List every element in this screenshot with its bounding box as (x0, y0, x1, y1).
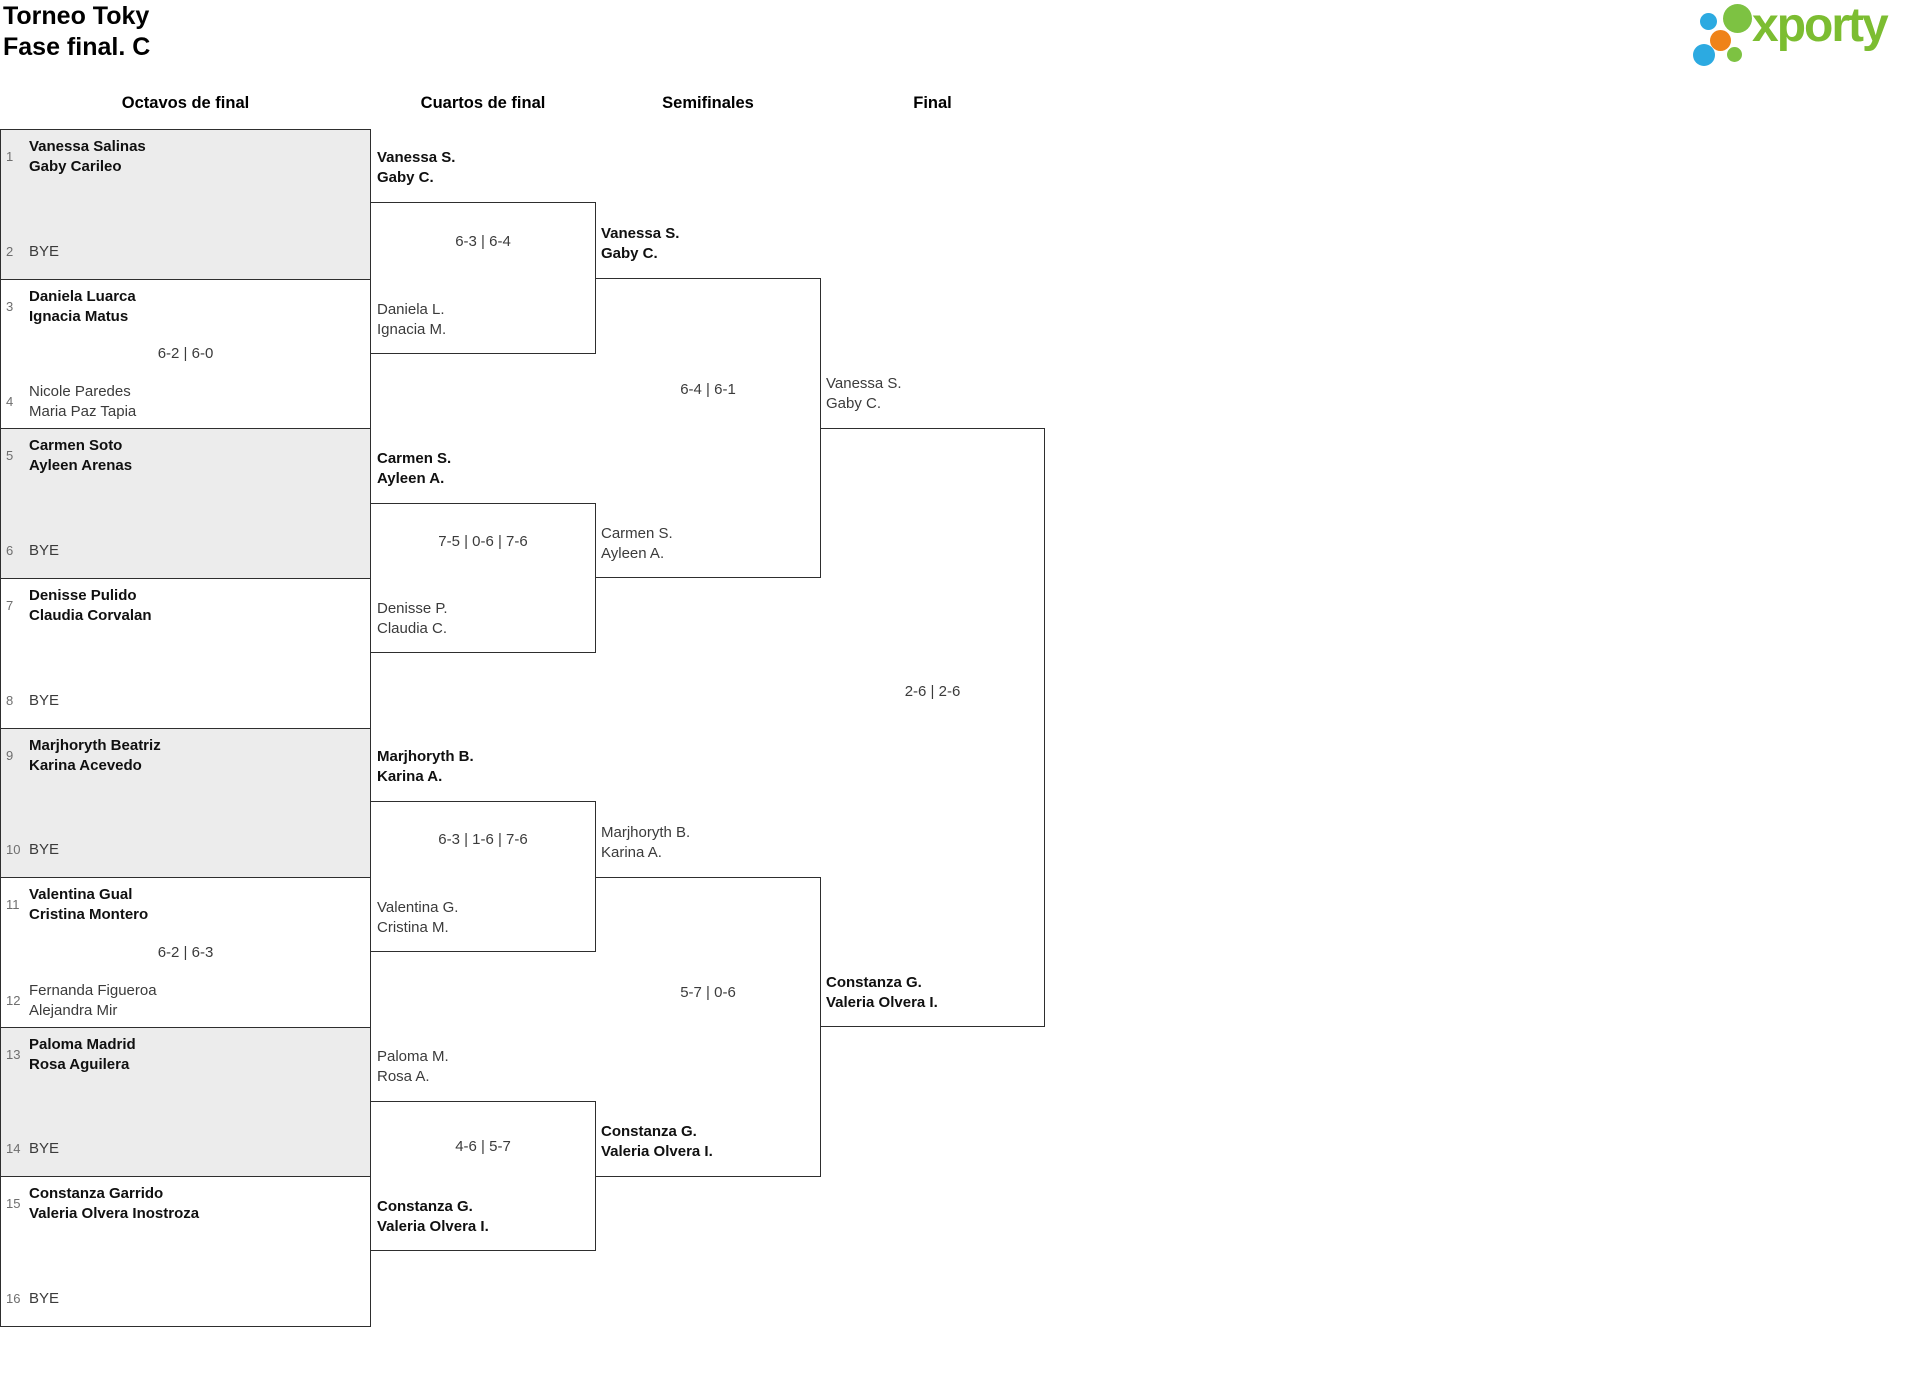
match-score: 5-7 | 0-6 (680, 984, 736, 1001)
team-names: BYE (29, 692, 60, 709)
seed-number: 13 (6, 1047, 21, 1062)
team-entry-r16-4-bottom[interactable]: 8 BYE (1, 691, 370, 711)
team-entry-qf-1-top[interactable]: Vanessa S.Gaby C. (377, 149, 456, 186)
seed-number: 12 (6, 993, 21, 1008)
team-entry-r16-8-bottom[interactable]: 16 BYE (1, 1289, 370, 1309)
team-entry-r16-5-bottom[interactable]: 10 BYE (1, 840, 370, 860)
team-names: BYE (29, 1290, 60, 1307)
seed-number: 6 (6, 543, 14, 558)
match-box-sf-2 (595, 877, 821, 1177)
seed-number: 1 (6, 149, 14, 164)
seed-number: 11 (6, 897, 20, 912)
seed-number: 8 (6, 693, 14, 708)
seed-number: 4 (6, 394, 14, 409)
match-score: 6-3 | 6-4 (455, 233, 511, 250)
team-names: BYE (29, 542, 60, 559)
phase-title: Fase final. C (3, 33, 151, 61)
team-entry-r16-3-bottom[interactable]: 6 BYE (1, 541, 370, 561)
logo-text: xporty (1752, 0, 1889, 52)
logo-dot-orange (1710, 30, 1731, 51)
team-entry-qf-3-top[interactable]: Marjhoryth B.Karina A. (377, 748, 474, 785)
match-score: 6-2 | 6-0 (157, 345, 214, 362)
seed-number: 9 (6, 748, 14, 763)
team-entry-final-bottom[interactable]: Constanza G.Valeria Olvera I. (826, 974, 938, 1011)
team-entry-qf-4-top[interactable]: Paloma M.Rosa A. (377, 1048, 449, 1085)
team-names: BYE (29, 1140, 60, 1157)
match-box-qf-2 (370, 503, 596, 653)
team-names: BYE (29, 841, 60, 858)
header-octavos: Octavos de final (121, 94, 250, 112)
logo-dot-green-small (1727, 47, 1742, 62)
team-entry-sf-1-top[interactable]: Vanessa S.Gaby C. (601, 225, 680, 262)
seed-number: 10 (6, 842, 21, 857)
seed-number: 5 (6, 448, 14, 463)
seed-number: 7 (6, 598, 14, 613)
team-entry-qf-3-bottom[interactable]: Valentina G.Cristina M. (377, 899, 459, 936)
match-score: 7-5 | 0-6 | 7-6 (438, 533, 528, 550)
match-box-qf-3 (370, 801, 596, 952)
team-entry-final-top[interactable]: Vanessa S.Gaby C. (826, 375, 902, 412)
seed-number: 14 (6, 1141, 21, 1156)
match-score: 6-4 | 6-1 (680, 381, 736, 398)
match-score: 4-6 | 5-7 (455, 1138, 511, 1155)
seed-number: 15 (6, 1196, 21, 1211)
header-semifinales: Semifinales (662, 94, 754, 112)
match-box-final (820, 428, 1045, 1027)
team-entry-qf-2-top[interactable]: Carmen S.Ayleen A. (377, 450, 452, 487)
team-entry-sf-2-bottom[interactable]: Constanza G.Valeria Olvera I. (601, 1123, 713, 1160)
team-entry-qf-4-bottom[interactable]: Constanza G.Valeria Olvera I. (377, 1198, 489, 1235)
team-names: BYE (29, 243, 60, 260)
logo-dot-blue-large (1693, 44, 1715, 66)
seed-number: 16 (6, 1291, 21, 1306)
header-cuartos: Cuartos de final (420, 94, 546, 112)
team-entry-r16-7-bottom[interactable]: 14 BYE (1, 1139, 370, 1159)
team-entry-qf-2-bottom[interactable]: Denisse P.Claudia C. (377, 600, 448, 637)
team-entry-qf-1-bottom[interactable]: Daniela L.Ignacia M. (377, 301, 447, 338)
team-entry-sf-1-bottom[interactable]: Carmen S.Ayleen A. (601, 525, 673, 562)
team-entry-r16-1-bottom[interactable]: 2 BYE (1, 242, 370, 262)
logo-dot-blue-small (1700, 13, 1717, 30)
header-final: Final (913, 94, 952, 112)
team-entry-sf-2-top[interactable]: Marjhoryth B.Karina A. (601, 824, 691, 861)
match-score: 6-3 | 1-6 | 7-6 (438, 831, 528, 848)
tournament-title: Torneo Toky (3, 2, 150, 30)
match-score: 2-6 | 2-6 (904, 683, 961, 700)
seed-number: 2 (6, 244, 14, 259)
seed-number: 3 (6, 299, 14, 314)
xporty-logo[interactable]: xporty (1688, 0, 1920, 72)
logo-dot-green-large (1723, 4, 1752, 33)
match-score: 6-2 | 6-3 (157, 943, 214, 961)
